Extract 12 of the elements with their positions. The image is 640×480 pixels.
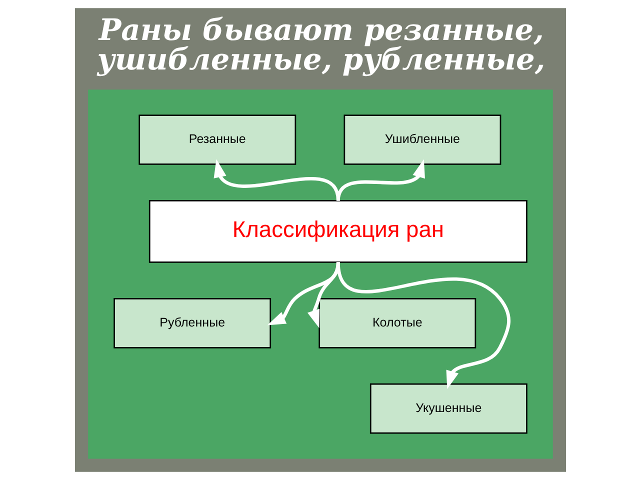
node-box: Резанные — [138, 114, 296, 165]
node-box: Классификация ран — [148, 200, 527, 263]
diagram-title: Раны бывают резанные, ушибленные, рубленные, — [96, 12, 545, 76]
node-box: Рубленные — [113, 298, 271, 348]
node-box: Ушибленные — [343, 114, 501, 165]
arrow — [336, 262, 510, 390]
cluster — [88, 90, 552, 459]
arrow — [336, 159, 424, 201]
arrow — [266, 262, 340, 326]
node-box: Укушенные — [369, 383, 527, 434]
arrow — [213, 159, 340, 202]
node-box: Колотые — [318, 298, 476, 348]
